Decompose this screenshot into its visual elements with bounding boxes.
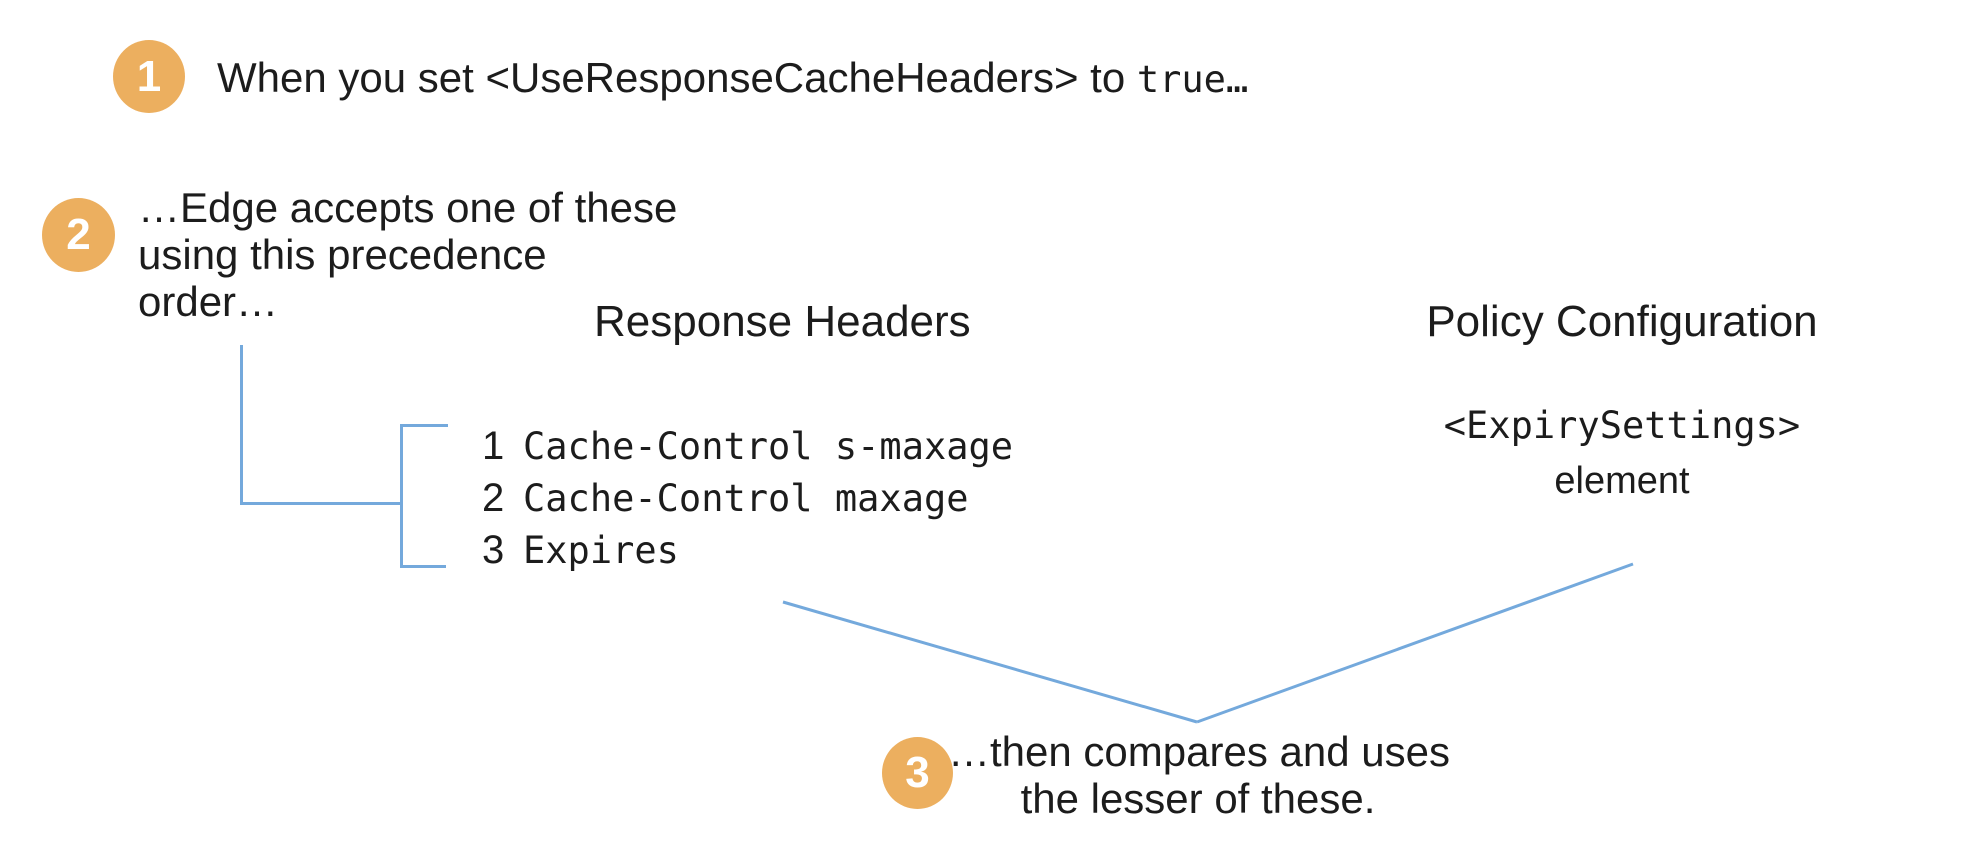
step-2-text-line-2: using this precedence <box>138 231 547 278</box>
step-2-text: …Edge accepts one of these using this pr… <box>138 184 677 325</box>
policy-configuration-title: Policy Configuration <box>1426 297 1818 346</box>
precedence-item-2-code: Cache-Control maxage <box>523 477 969 520</box>
right-v-connector <box>1196 562 1634 724</box>
step-2-badge: 2 <box>42 198 115 272</box>
step-1-text-sans: When you set <UseResponseCacheHeaders> t… <box>217 54 1137 101</box>
precedence-item-1-number: 1 <box>482 424 505 468</box>
precedence-item-3-number: 3 <box>482 528 505 572</box>
expiry-settings-code: <ExpirySettings> <box>1443 404 1801 447</box>
step-1-text-code: true… <box>1136 58 1249 101</box>
precedence-item-1: 1 Cache-Control s-maxage <box>482 420 1013 472</box>
step-3-badge-number: 3 <box>905 748 930 797</box>
step2-elbow-connector <box>240 345 403 505</box>
precedence-item-2-number: 2 <box>482 476 505 520</box>
step-3-text-line-1: …then compares and uses <box>948 728 1450 775</box>
step-2-text-line-3: order… <box>138 278 279 325</box>
left-v-connector <box>782 600 1198 724</box>
precedence-item-3-code: Expires <box>523 529 679 572</box>
step-2-badge-number: 2 <box>66 210 91 259</box>
step-3-text-line-2: the lesser of these. <box>1020 775 1376 822</box>
precedence-list: 1 Cache-Control s-maxage 2 Cache-Control… <box>482 420 1013 576</box>
expiry-settings-caption: element <box>1554 460 1690 502</box>
precedence-item-2: 2 Cache-Control maxage <box>482 472 1013 524</box>
step-1-badge-number: 1 <box>136 51 162 101</box>
step-1-text: When you set <UseResponseCacheHeaders> t… <box>217 54 1248 103</box>
precedence-item-1-code: Cache-Control s-maxage <box>523 425 1014 468</box>
step-1-badge: 1 <box>113 40 185 113</box>
precedence-bracket <box>400 424 448 568</box>
response-headers-title: Response Headers <box>594 297 971 346</box>
step-2-text-line-1: …Edge accepts one of these <box>138 184 678 231</box>
step-3-text: …then compares and uses the lesser of th… <box>948 728 1450 822</box>
policy-configuration-element: <ExpirySettings> element <box>1412 400 1832 504</box>
step-3-badge: 3 <box>882 737 953 809</box>
precedence-item-3: 3 Expires <box>482 524 1013 576</box>
